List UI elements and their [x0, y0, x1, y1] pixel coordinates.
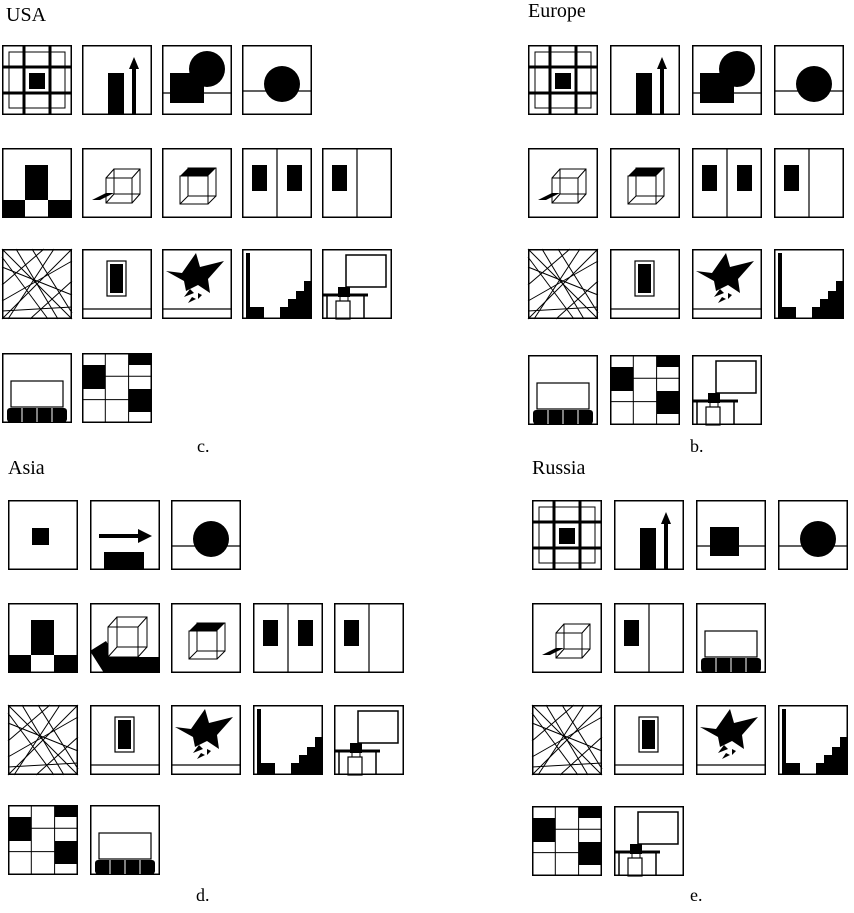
stair-corner-icon: [774, 249, 844, 319]
bar-arrow-icon: [610, 45, 680, 115]
europe-panel-caption: b.: [690, 436, 704, 456]
bench-board-icon: [2, 353, 72, 423]
cube-dark-top-icon: [171, 603, 241, 673]
two-rects-icon: [242, 148, 312, 218]
one-rect-icon: [774, 148, 844, 218]
desk-board-icon: [692, 355, 762, 425]
circle-on-line-icon: [774, 45, 844, 115]
cube-wide-shadow-icon: [90, 603, 160, 673]
bench-board-icon: [528, 355, 598, 425]
bar-arrow-icon: [614, 500, 684, 570]
stair-corner-icon: [778, 705, 848, 775]
checker-3x3-icon: [82, 353, 152, 423]
square-circle-icon: [162, 45, 232, 115]
bench-board-icon: [90, 805, 160, 875]
framed-rect-icon: [82, 249, 152, 319]
crossed-lines-icon: [532, 705, 602, 775]
cube-shadow-icon: [528, 148, 598, 218]
circle-on-line-icon: [171, 500, 241, 570]
burst-icon: [162, 249, 232, 319]
grid-center-icon: [528, 45, 598, 115]
framed-rect-icon: [90, 705, 160, 775]
one-rect-icon: [614, 603, 684, 673]
framed-rect-icon: [614, 705, 684, 775]
cube-shadow-icon: [82, 148, 152, 218]
checker-3x3-icon: [610, 355, 680, 425]
crossed-lines-icon: [528, 249, 598, 319]
framed-rect-icon: [610, 249, 680, 319]
usa-panel-caption: c.: [197, 436, 210, 456]
russia-panel-title: Russia: [532, 457, 585, 479]
burst-icon: [692, 249, 762, 319]
burst-icon: [696, 705, 766, 775]
cube-shadow-icon: [532, 603, 602, 673]
one-rect-icon: [334, 603, 404, 673]
asia-panel-title: Asia: [8, 457, 45, 479]
cube-dark-top-icon: [162, 148, 232, 218]
pyramid-blocks-icon: [8, 603, 78, 673]
pyramid-blocks-icon: [2, 148, 72, 218]
bench-board-icon: [696, 603, 766, 673]
one-rect-icon: [322, 148, 392, 218]
desk-board-icon: [614, 806, 684, 876]
cube-dark-top-icon: [610, 148, 680, 218]
checker-3x3-icon: [532, 806, 602, 876]
burst-icon: [171, 705, 241, 775]
arrow-block-icon: [90, 500, 160, 570]
two-rects-icon: [692, 148, 762, 218]
small-square-icon: [8, 500, 78, 570]
crossed-lines-icon: [2, 249, 72, 319]
circle-on-line-icon: [778, 500, 848, 570]
square-on-line-icon: [696, 500, 766, 570]
square-circle-icon: [692, 45, 762, 115]
europe-panel-title: Europe: [528, 0, 586, 22]
stair-corner-icon: [242, 249, 312, 319]
checker-3x3-icon: [8, 805, 78, 875]
grid-center-icon: [532, 500, 602, 570]
desk-board-icon: [334, 705, 404, 775]
desk-board-icon: [322, 249, 392, 319]
crossed-lines-icon: [8, 705, 78, 775]
bar-arrow-icon: [82, 45, 152, 115]
usa-panel-title: USA: [6, 4, 46, 26]
stair-corner-icon: [253, 705, 323, 775]
two-rects-icon: [253, 603, 323, 673]
circle-on-line-icon: [242, 45, 312, 115]
asia-panel-caption: d.: [196, 885, 210, 905]
russia-panel-caption: e.: [690, 885, 703, 905]
grid-center-icon: [2, 45, 72, 115]
